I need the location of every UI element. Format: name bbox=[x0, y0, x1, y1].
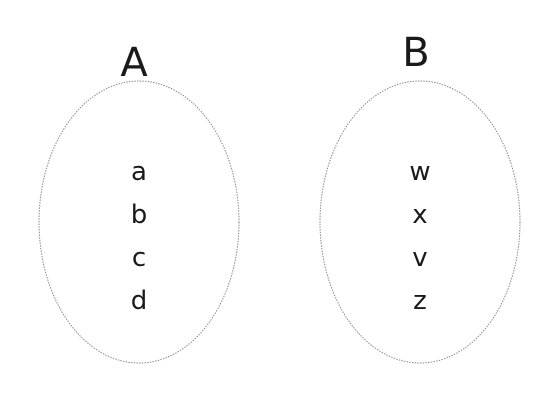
set-b-element-1: w bbox=[409, 157, 430, 187]
set-a: A a b c d bbox=[38, 40, 240, 364]
set-a-element-2: b bbox=[131, 200, 148, 230]
set-a-boundary bbox=[38, 80, 240, 364]
set-a-element-3: c bbox=[132, 243, 146, 273]
set-b-boundary bbox=[319, 80, 521, 364]
set-b-label: B bbox=[402, 30, 429, 76]
set-a-label: A bbox=[120, 40, 148, 86]
set-b-element-4: z bbox=[413, 286, 427, 316]
set-b: B w x v z bbox=[319, 30, 521, 364]
set-a-element-4: d bbox=[131, 286, 148, 316]
set-b-element-3: v bbox=[412, 243, 427, 273]
set-a-element-1: a bbox=[131, 157, 147, 187]
set-b-element-2: x bbox=[412, 200, 427, 230]
